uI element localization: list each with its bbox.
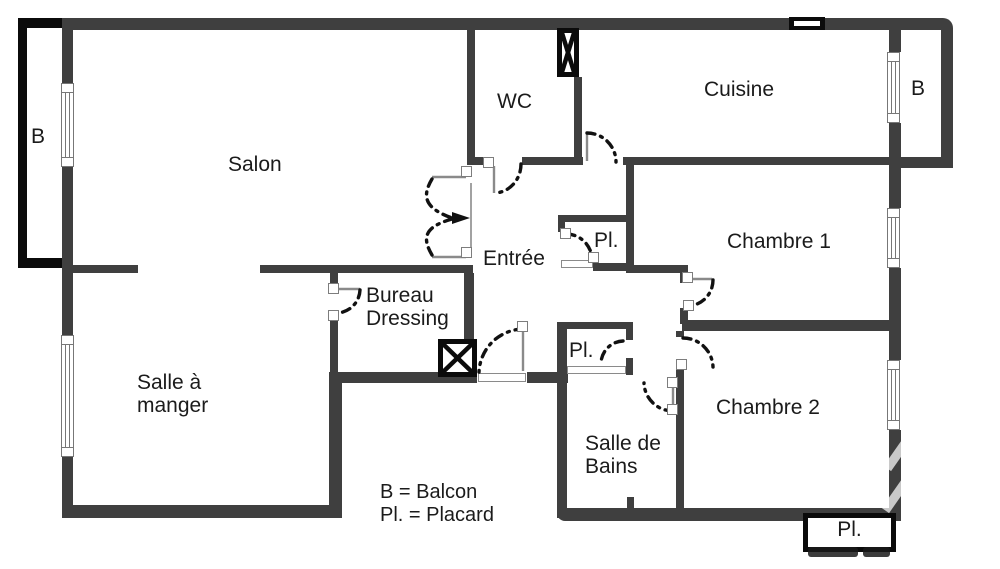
wall-salon-divider xyxy=(260,265,473,273)
window-icon-salle-a-manger xyxy=(61,335,74,457)
wall-hall-vertical xyxy=(329,372,342,518)
window-icon-chambre2 xyxy=(887,360,900,430)
wall-placard-bath-top xyxy=(557,322,633,329)
duct-icon-hall xyxy=(438,339,477,377)
room-label-wc: WC xyxy=(497,90,532,113)
door-frame-marker xyxy=(676,359,687,370)
wall-hall-jog xyxy=(626,265,688,273)
door-frame-marker xyxy=(461,247,472,258)
door-frame-marker xyxy=(517,321,528,332)
room-label-chambre1: Chambre 1 xyxy=(727,230,831,253)
wall-placard-hall-top xyxy=(558,215,634,222)
wall-salon-divider xyxy=(62,265,138,273)
wall-placard-bath-right xyxy=(626,358,633,375)
wall-bain-left xyxy=(557,322,567,518)
wall-left xyxy=(62,167,73,335)
wall-right xyxy=(889,30,901,52)
room-label-salle-de-bains-line1: Salle de xyxy=(585,432,661,455)
wall-right xyxy=(889,123,901,208)
wall-chambre-divider xyxy=(682,320,901,331)
legend-line-placard: Pl. = Placard xyxy=(380,504,494,526)
door-arc-cuisine xyxy=(585,131,618,164)
placard-chambre2-label: Pl. xyxy=(837,518,862,541)
passage-salon-entree xyxy=(424,175,472,259)
wall-bureau-left xyxy=(330,273,338,289)
threshold-entrance-door xyxy=(478,373,526,382)
door-frame-marker xyxy=(483,157,494,168)
wall-chambre1-door xyxy=(680,308,688,324)
door-arc-chambre2 xyxy=(681,336,715,369)
window-icon-cuisine-balcon xyxy=(887,52,900,123)
wall-placard-hall-bottom xyxy=(593,263,634,271)
window-icon-salon xyxy=(61,83,74,167)
wall-placard-bath-right xyxy=(626,322,633,340)
door-arc-bureau xyxy=(335,287,362,315)
room-label-salle-a-manger-line1: Salle à xyxy=(137,371,202,394)
door-arc-wc xyxy=(492,162,523,195)
placard-hall-label: Pl. xyxy=(594,229,619,252)
wall-balcony-right-outer xyxy=(941,28,953,168)
wall-bottom-left xyxy=(62,505,342,518)
room-label-bureau-line2: Dressing xyxy=(366,307,449,330)
wall-right xyxy=(889,268,901,360)
balcony-right-label: B xyxy=(911,77,926,100)
wall-bureau-left xyxy=(330,316,338,372)
wall-top xyxy=(62,18,953,30)
room-label-salle-a-manger-line2: manger xyxy=(137,394,209,417)
door-frame-marker xyxy=(328,283,339,294)
wall-wc-bottom xyxy=(467,157,494,165)
wall-cuisine-bottom xyxy=(623,157,889,165)
room-label-salon: Salon xyxy=(228,153,282,176)
room-label-bureau-line1: Bureau xyxy=(366,284,434,307)
wall-bain-tick xyxy=(627,497,634,511)
wall-wc-right xyxy=(574,77,582,165)
room-label-chambre2: Chambre 2 xyxy=(716,396,820,419)
balcony-left-wall xyxy=(18,18,27,268)
threshold-placard-bath xyxy=(567,366,626,374)
balcony-left-wall xyxy=(18,258,62,268)
door-frame-marker xyxy=(588,252,599,263)
placard-bath-label: Pl. xyxy=(569,339,594,362)
room-label-salle-de-bains-line2: Bains xyxy=(585,455,638,478)
door-arc-entrance xyxy=(477,327,525,374)
door-frame-marker xyxy=(667,404,678,415)
vent-icon-top-wall xyxy=(789,17,825,30)
window-icon-chambre1 xyxy=(887,208,900,268)
duct-icon-wc xyxy=(557,28,579,77)
door-frame-marker xyxy=(682,272,693,283)
wall-left xyxy=(62,457,73,518)
door-frame-marker xyxy=(683,300,694,311)
balcony-left-label: B xyxy=(31,125,46,148)
door-arc-placard-bath xyxy=(599,339,625,365)
door-frame-marker xyxy=(461,166,472,177)
wall-chambre2-left xyxy=(676,331,684,337)
door-frame-marker xyxy=(560,228,571,239)
door-frame-marker xyxy=(328,310,339,321)
room-label-cuisine: Cuisine xyxy=(704,78,775,101)
watermark-artifact xyxy=(808,547,858,557)
wall-entree-left xyxy=(464,273,474,340)
wall-hall-thick xyxy=(330,372,477,383)
wall-hall-thick xyxy=(527,372,568,383)
wall-left xyxy=(62,30,73,83)
door-frame-marker xyxy=(667,377,678,388)
wall-balcony-right-bottom xyxy=(899,157,953,168)
wall-wc-bottom xyxy=(522,157,583,165)
wall-wc-left xyxy=(467,28,475,165)
watermark-artifact xyxy=(863,547,890,557)
wall-placard-hall-left xyxy=(558,215,565,232)
wall-chambre2-left xyxy=(676,368,684,518)
balcony-left-wall xyxy=(18,18,62,28)
room-label-entree: Entrée xyxy=(483,247,545,270)
legend-line-balcon: B = Balcon xyxy=(380,481,478,503)
